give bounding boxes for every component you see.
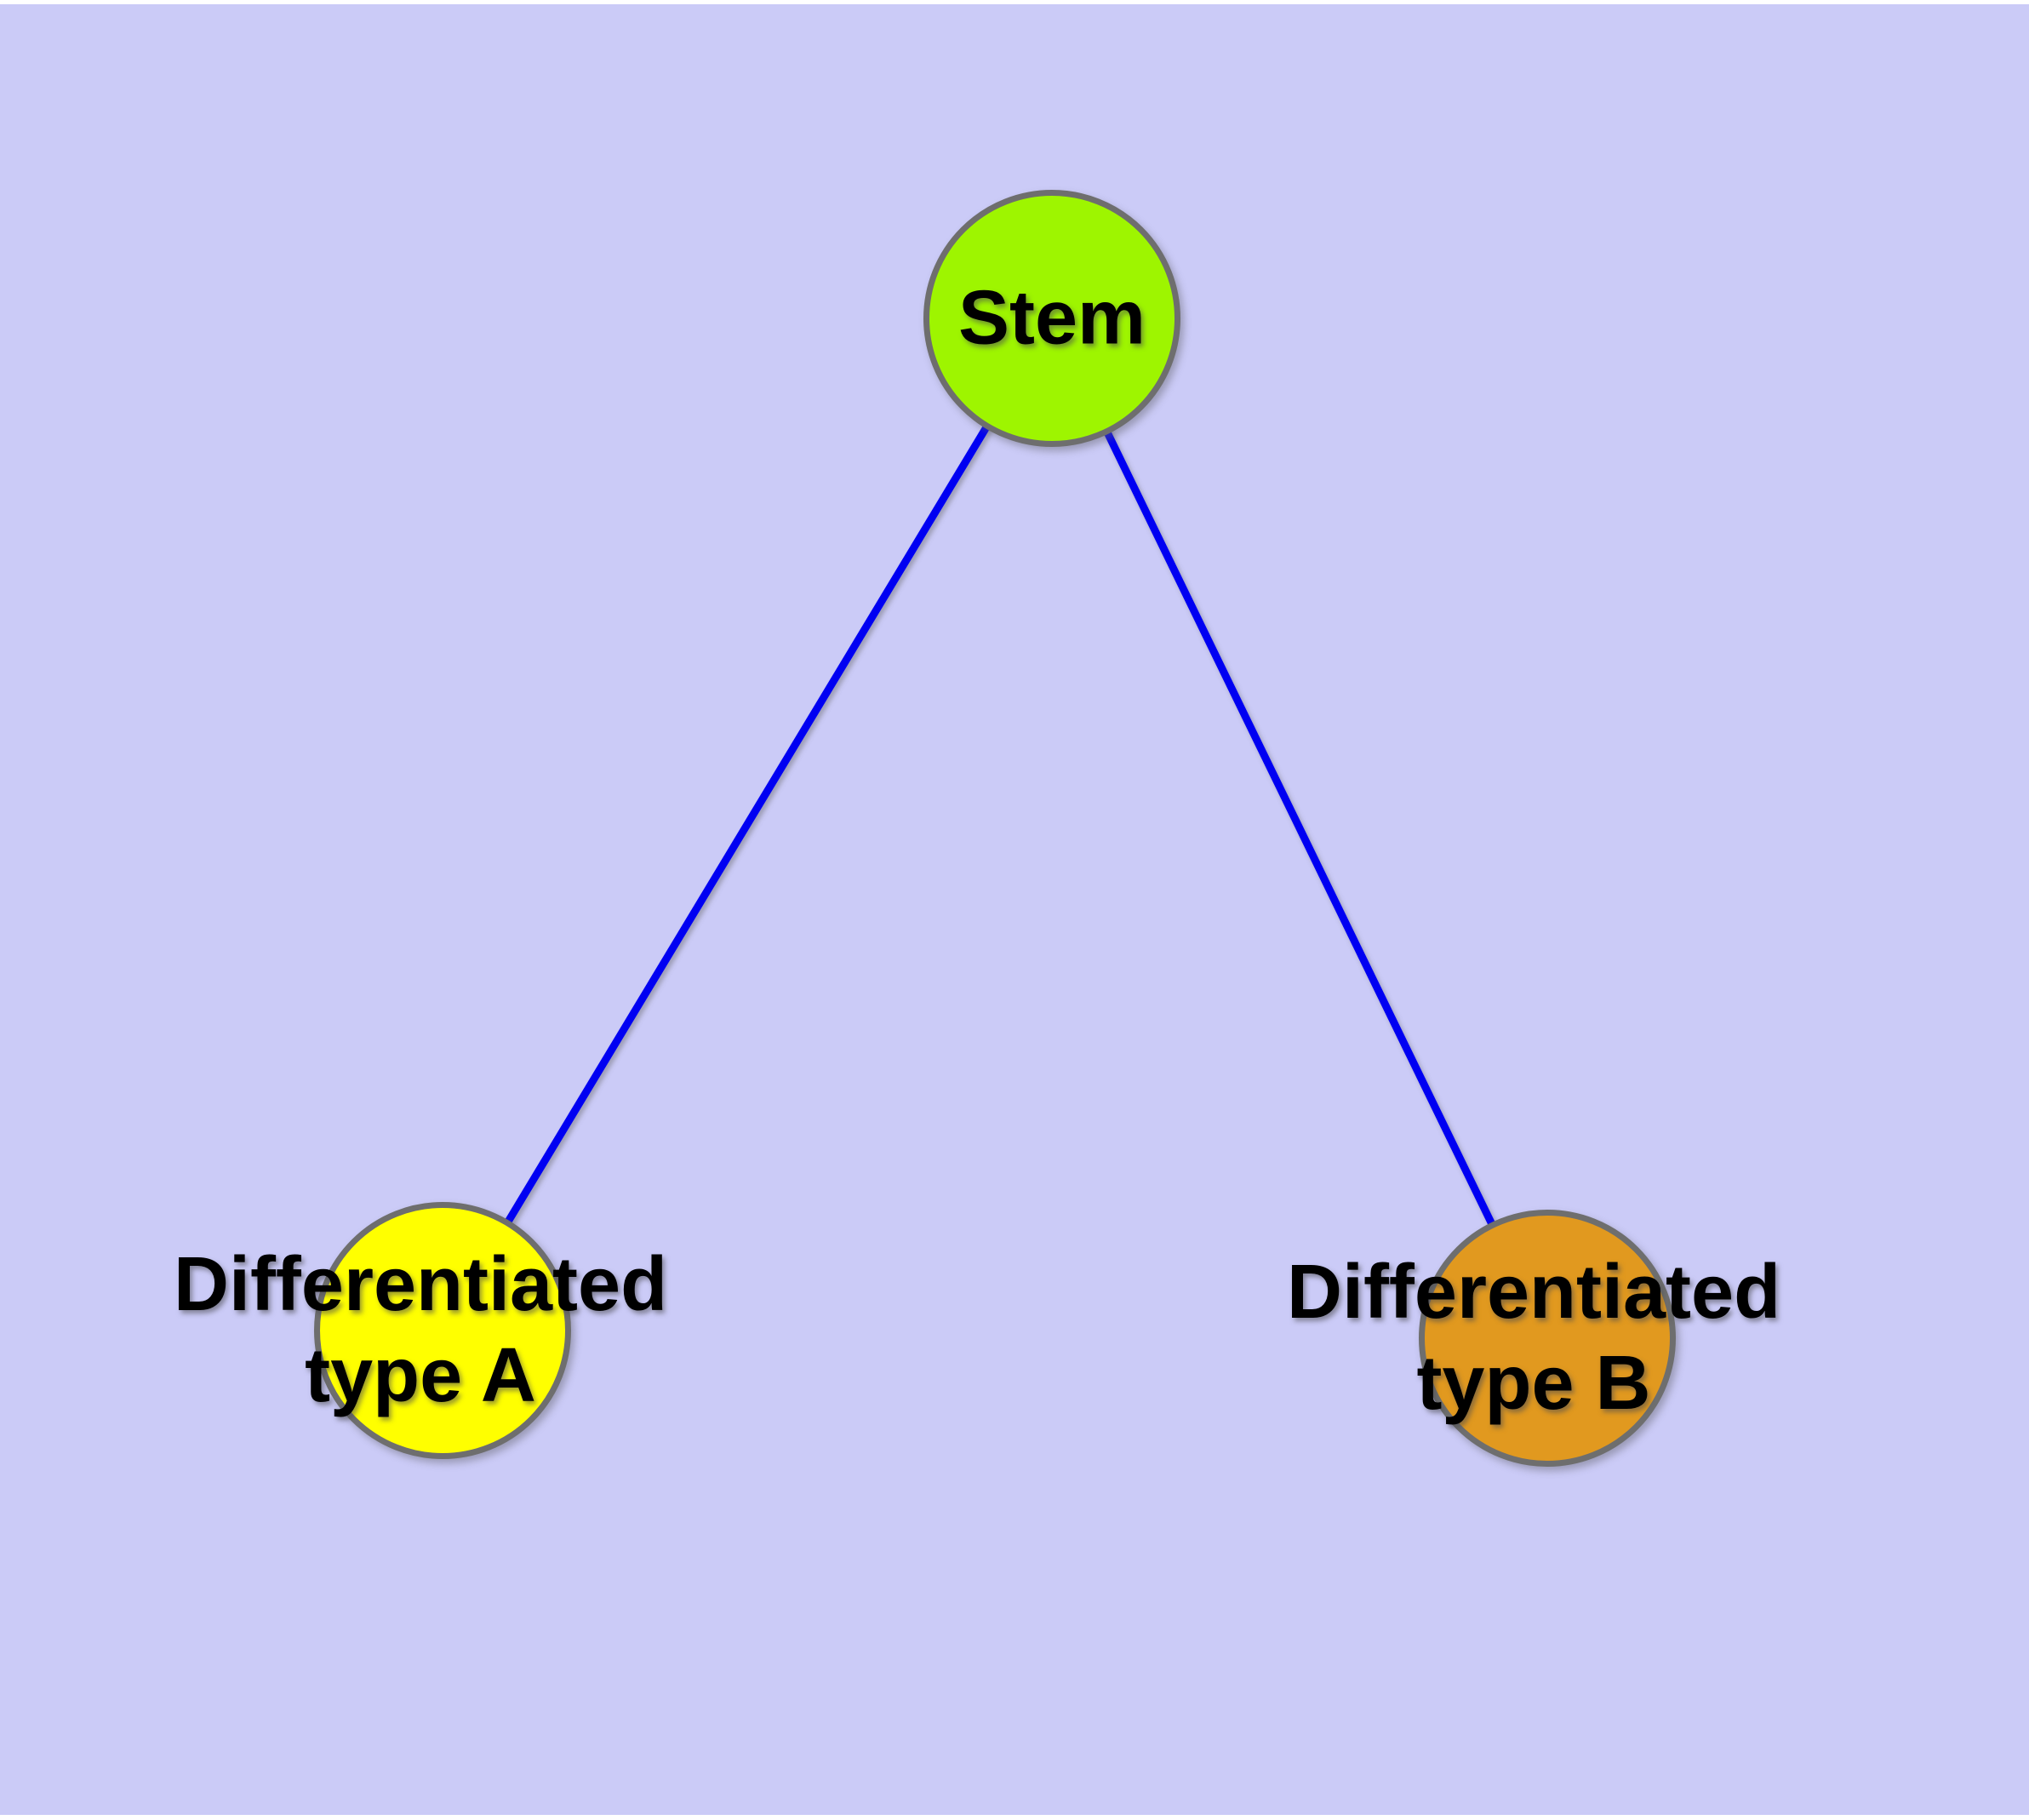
- node-stem[interactable]: [923, 190, 1180, 447]
- diagram-canvas: Stem Differentiated type A Differentiate…: [0, 4, 2029, 1815]
- node-differentiated-type-a[interactable]: [314, 1202, 571, 1459]
- edge-layer: [439, 316, 1552, 1340]
- node-differentiated-type-b[interactable]: [1419, 1210, 1676, 1467]
- edge-stem-to-type-a[interactable]: [439, 316, 1055, 1333]
- edge-stem-to-type-b[interactable]: [1048, 317, 1552, 1340]
